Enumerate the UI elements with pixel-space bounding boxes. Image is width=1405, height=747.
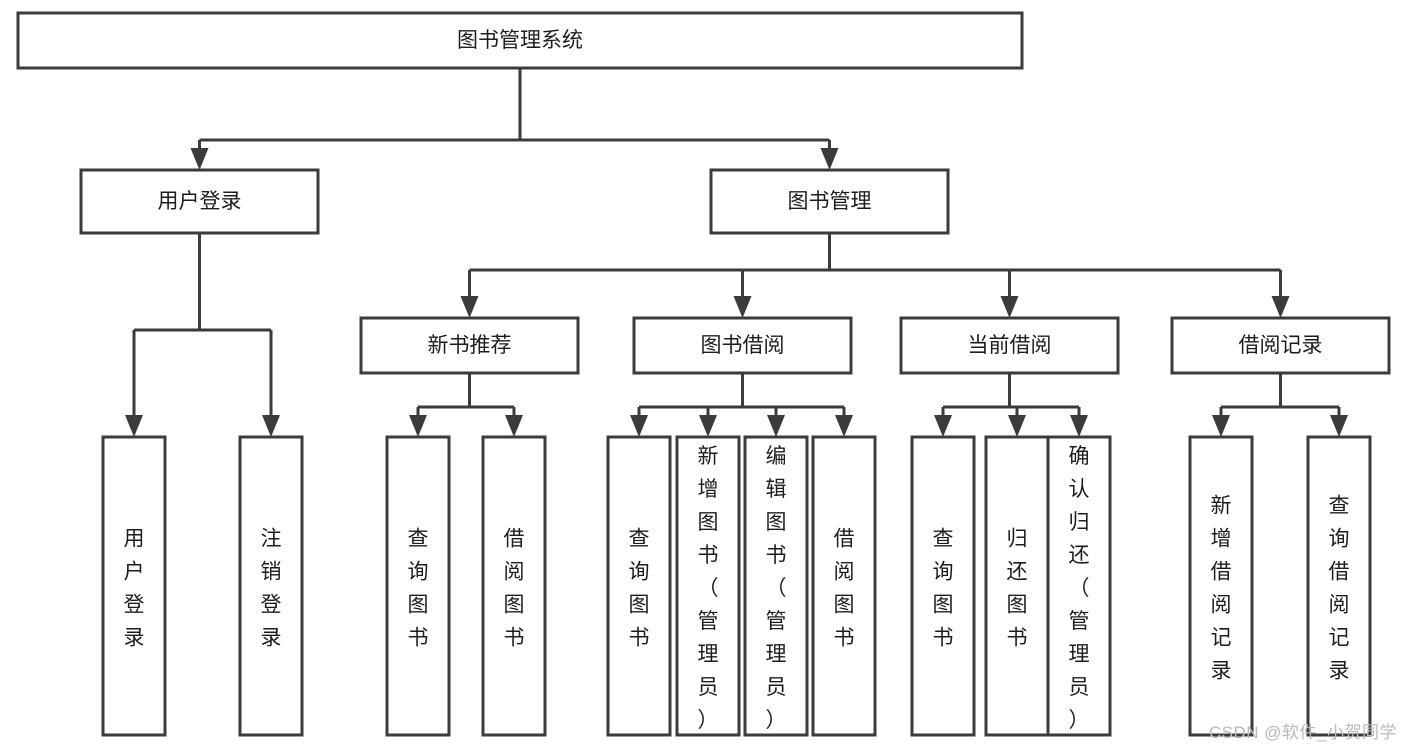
node-box-bb-add-book: [675, 435, 741, 737]
node-book-borrow[interactable]: 图书借阅: [632, 316, 853, 375]
arrow-head: [409, 415, 427, 437]
node-label-cb-return-book: 归还图书: [1007, 528, 1028, 650]
node-borrow-record[interactable]: 借阅记录: [1170, 316, 1391, 375]
nodes-layer: 图书管理系统用户登录用户登录注销登录图书管理新书推荐查询图书借阅图书图书借阅查询…: [16, 11, 1391, 737]
node-label-root: 图书管理系统: [457, 29, 583, 52]
node-box-nbr-borrow-book: [481, 435, 547, 737]
node-root[interactable]: 图书管理系统: [16, 11, 1024, 70]
node-box-user-login-logout: [238, 435, 304, 737]
node-box-user-login: [79, 168, 320, 235]
node-box-user-login-login: [101, 435, 167, 737]
node-user-login[interactable]: 用户登录: [79, 168, 320, 235]
arrow-head: [1271, 296, 1290, 318]
node-label-nbr-borrow-book: 借阅图书: [504, 528, 525, 650]
node-label-bb-query-book: 查询图书: [629, 528, 650, 650]
node-label-bb-add-book: 新增图书（管理员）: [698, 445, 719, 732]
node-label-borrow-record: 借阅记录: [1239, 334, 1323, 357]
node-user-login-login[interactable]: 用户登录: [101, 435, 167, 737]
node-new-book-recommend[interactable]: 新书推荐: [359, 316, 580, 375]
arrow-head: [699, 415, 717, 437]
arrow-head: [934, 415, 952, 437]
node-label-bb-borrow-book: 借阅图书: [834, 528, 855, 650]
arrow-head: [835, 415, 853, 437]
node-book-management[interactable]: 图书管理: [709, 168, 950, 235]
node-label-book-management: 图书管理: [788, 190, 872, 213]
arrow-head: [1000, 296, 1019, 318]
node-br-add-record[interactable]: 新增借阅记录: [1188, 435, 1254, 737]
node-box-bb-borrow-book: [811, 435, 877, 737]
node-cb-query-book[interactable]: 查询图书: [910, 435, 976, 737]
node-br-query-record[interactable]: 查询借阅记录: [1306, 435, 1372, 737]
node-label-nbr-query-book: 查询图书: [408, 528, 429, 650]
node-bb-add-book[interactable]: 新增图书（管理员）: [675, 435, 741, 737]
node-user-login-logout[interactable]: 注销登录: [238, 435, 304, 737]
node-cb-return-book[interactable]: 归还图书: [984, 435, 1050, 737]
node-label-cb-query-book: 查询图书: [933, 528, 954, 650]
node-label-user-login-login: 用户登录: [124, 528, 145, 650]
node-box-borrow-record: [1170, 316, 1391, 375]
node-current-borrow[interactable]: 当前借阅: [899, 316, 1120, 375]
arrow-head: [1212, 415, 1230, 437]
node-label-current-borrow: 当前借阅: [968, 334, 1052, 357]
node-label-bb-edit-book: 编辑图书（管理员）: [766, 445, 787, 732]
connectors-layer: [125, 68, 1348, 437]
arrow-head: [460, 296, 479, 318]
node-bb-query-book[interactable]: 查询图书: [606, 435, 672, 737]
node-label-br-add-record: 新增借阅记录: [1211, 495, 1232, 683]
node-box-br-add-record: [1188, 435, 1254, 737]
arrow-head: [1070, 415, 1088, 437]
arrow-head: [262, 415, 280, 437]
node-nbr-borrow-book[interactable]: 借阅图书: [481, 435, 547, 737]
node-bb-borrow-book[interactable]: 借阅图书: [811, 435, 877, 737]
node-label-book-borrow: 图书借阅: [701, 334, 785, 357]
node-label-user-login: 用户登录: [158, 190, 242, 213]
arrow-head: [1008, 415, 1026, 437]
node-box-br-query-record: [1306, 435, 1372, 737]
node-box-cb-confirm-return: [1046, 435, 1112, 737]
node-cb-confirm-return[interactable]: 确认归还（管理员）: [1046, 435, 1112, 737]
arrow-head: [190, 148, 209, 170]
node-box-nbr-query-book: [385, 435, 451, 737]
node-label-br-query-record: 查询借阅记录: [1329, 495, 1350, 683]
arrow-head: [767, 415, 785, 437]
arrow-head: [820, 148, 839, 170]
arrow-head: [505, 415, 523, 437]
node-bb-edit-book[interactable]: 编辑图书（管理员）: [743, 435, 809, 737]
arrow-head: [630, 415, 648, 437]
node-box-cb-return-book: [984, 435, 1050, 737]
node-box-book-borrow: [632, 316, 853, 375]
node-box-bb-query-book: [606, 435, 672, 737]
node-box-new-book-recommend: [359, 316, 580, 375]
node-nbr-query-book[interactable]: 查询图书: [385, 435, 451, 737]
arrow-head: [733, 296, 752, 318]
node-box-bb-edit-book: [743, 435, 809, 737]
arrow-head: [125, 415, 143, 437]
node-label-new-book-recommend: 新书推荐: [428, 334, 512, 357]
node-box-current-borrow: [899, 316, 1120, 375]
node-label-cb-confirm-return: 确认归还（管理员）: [1069, 445, 1090, 732]
arrow-head: [1330, 415, 1348, 437]
node-box-root: [16, 11, 1024, 70]
node-box-book-management: [709, 168, 950, 235]
node-box-cb-query-book: [910, 435, 976, 737]
node-label-user-login-logout: 注销登录: [261, 528, 282, 650]
